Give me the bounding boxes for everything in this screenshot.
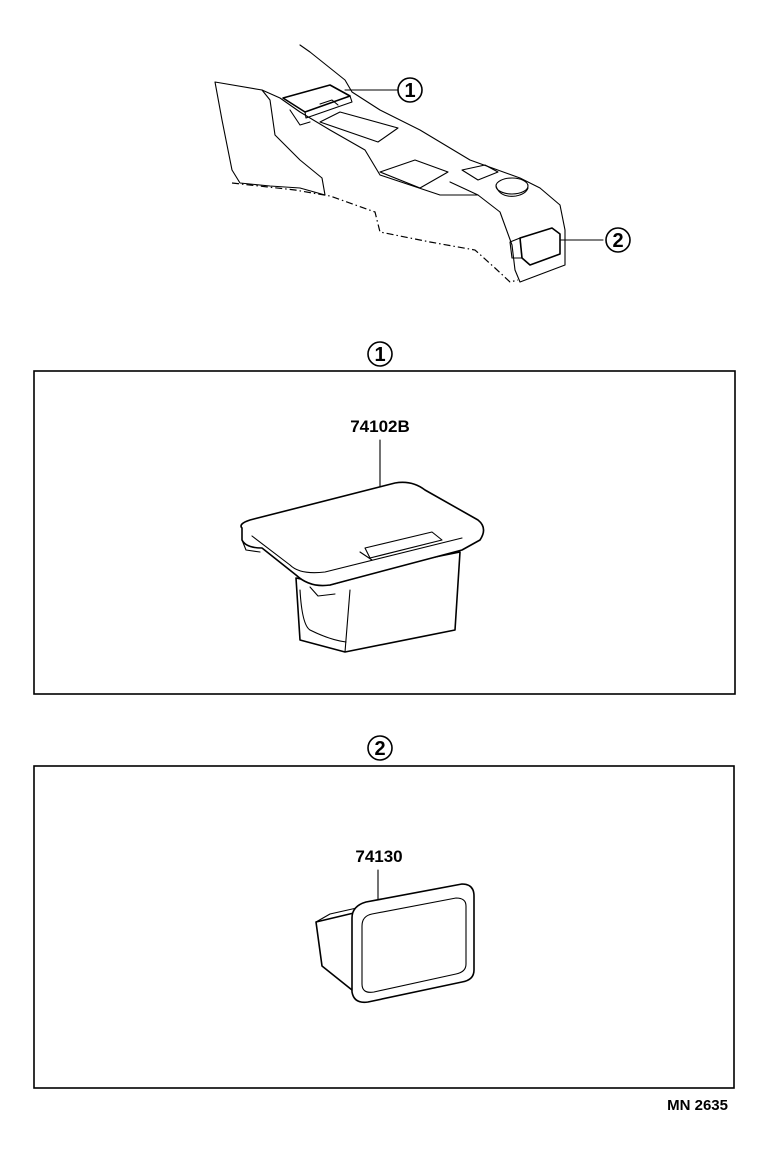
panel-2-callout: 2 <box>367 735 393 761</box>
panel-1-frame <box>33 370 736 695</box>
diagram-id: MN 2635 <box>667 1097 728 1114</box>
panel-2-callout-label: 2 <box>374 738 385 760</box>
overview-callout-1[interactable]: 1 <box>397 77 423 103</box>
part-number-74130[interactable]: 74130 <box>355 847 402 866</box>
overview-callout-2[interactable]: 2 <box>605 227 631 253</box>
panel-2-frame <box>33 765 735 1089</box>
rear-ashtray-illustration <box>315 883 475 1004</box>
overview-callout-1-label: 1 <box>404 80 415 102</box>
panel-1-callout-label: 1 <box>374 344 385 366</box>
front-ashtray-illustration <box>240 481 485 653</box>
overview-callout-2-label: 2 <box>612 230 623 252</box>
center-console-overview <box>214 44 604 283</box>
part-number-74102B[interactable]: 74102B <box>350 417 410 436</box>
panel-1-callout: 1 <box>367 341 393 367</box>
